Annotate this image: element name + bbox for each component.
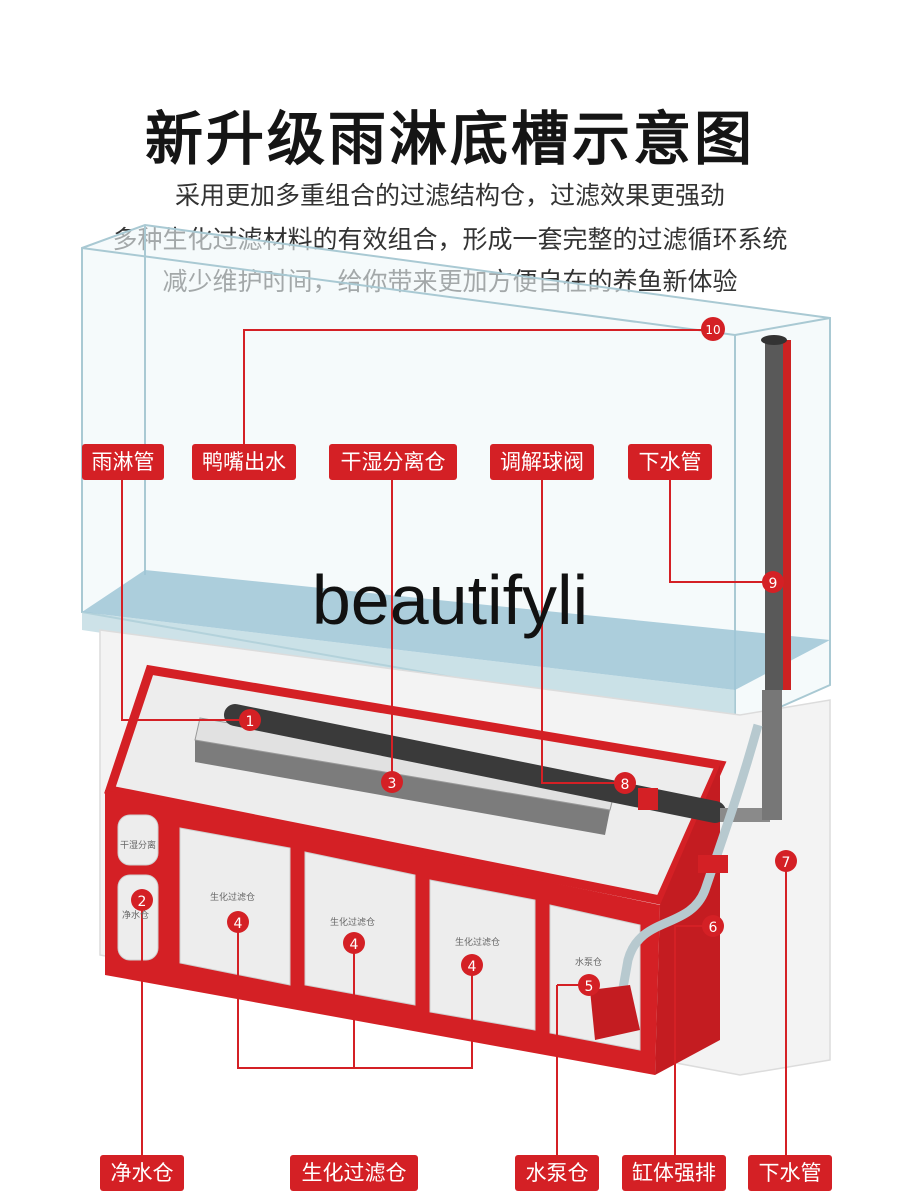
svg-text:2: 2 [138, 894, 147, 910]
svg-text:4: 4 [468, 959, 477, 975]
marker-group: 1 2 3 4 4 4 5 6 7 8 9 10 [131, 317, 797, 996]
label-bio-filter-chamber: 生化过滤仓 [290, 1155, 418, 1191]
chamber-texts: 干湿分离 净水仓 生化过滤仓 生化过滤仓 生化过滤仓 水泵仓 [120, 839, 602, 968]
leader-lines [121, 329, 787, 1155]
svg-text:净水仓: 净水仓 [122, 909, 149, 921]
svg-text:干湿分离: 干湿分离 [120, 839, 156, 851]
label-pump-chamber: 水泵仓 [515, 1155, 599, 1191]
label-tank-forced-drain: 缸体强排 [622, 1155, 726, 1191]
svg-text:生化过滤仓: 生化过滤仓 [455, 936, 500, 948]
svg-text:6: 6 [709, 920, 718, 936]
marker-10: 10 [701, 317, 725, 341]
label-rain-pipe: 雨淋管 [82, 444, 164, 480]
label-down-pipe-bottom: 下水管 [748, 1155, 832, 1191]
marker-3: 3 [381, 771, 403, 793]
marker-6: 6 [702, 915, 724, 937]
marker-4b: 4 [343, 932, 365, 954]
marker-7: 7 [775, 850, 797, 872]
marker-2: 2 [131, 889, 153, 911]
svg-text:生化过滤仓: 生化过滤仓 [210, 891, 255, 903]
marker-4a: 4 [227, 911, 249, 933]
label-clean-water-chamber: 净水仓 [100, 1155, 184, 1191]
aquarium-water [82, 570, 830, 690]
svg-text:10: 10 [705, 323, 720, 337]
marker-8: 8 [614, 772, 636, 794]
page-title: 新升级雨淋底槽示意图 [144, 105, 755, 173]
svg-text:9: 9 [769, 576, 778, 592]
svg-text:3: 3 [388, 776, 397, 792]
svg-text:8: 8 [621, 777, 630, 793]
label-dry-wet-chamber: 干湿分离仓 [329, 444, 457, 480]
subtitle-line-1: 采用更加多重组合的过滤结构仓，过滤效果更强劲 [174, 181, 725, 210]
svg-text:5: 5 [585, 979, 594, 995]
svg-text:4: 4 [350, 937, 359, 953]
label-duckbill-outlet: 鸭嘴出水 [192, 444, 296, 480]
svg-text:1: 1 [246, 714, 255, 730]
svg-text:生化过滤仓: 生化过滤仓 [330, 916, 375, 928]
marker-4c: 4 [461, 954, 483, 976]
down-pipe [761, 335, 791, 820]
drain-hose [615, 723, 763, 1006]
pump [590, 985, 640, 1040]
label-ball-valve: 调解球阀 [490, 444, 594, 480]
marker-5: 5 [578, 974, 600, 996]
marker-9: 9 [762, 571, 784, 593]
watermark: beautifyli [311, 561, 589, 639]
svg-text:水泵仓: 水泵仓 [575, 956, 602, 968]
svg-text:7: 7 [782, 855, 791, 871]
label-down-pipe-top: 下水管 [628, 444, 712, 480]
svg-text:4: 4 [234, 916, 243, 932]
marker-1: 1 [239, 709, 261, 731]
